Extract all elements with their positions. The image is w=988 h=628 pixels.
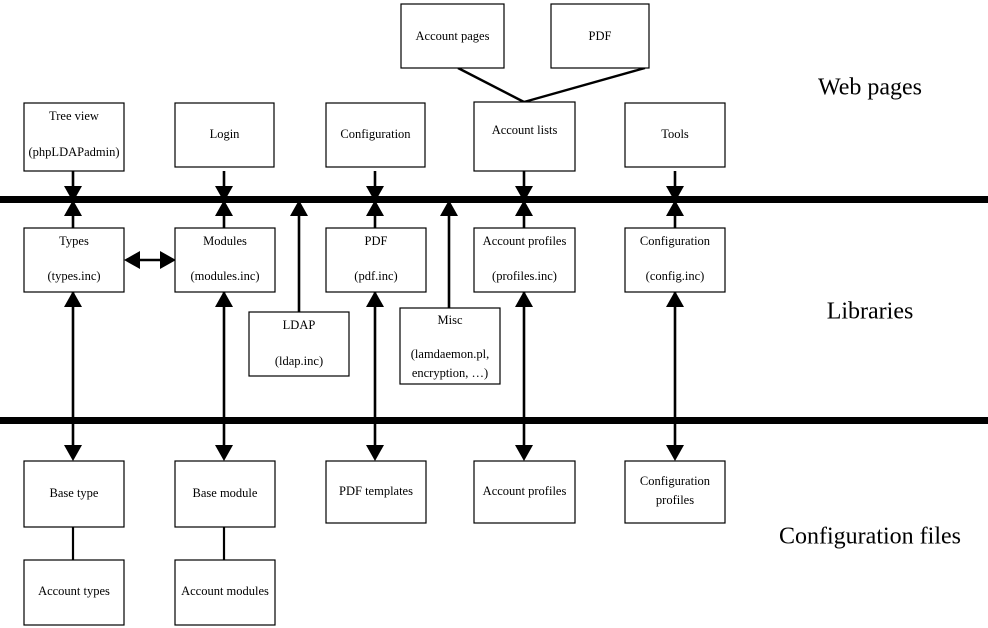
node-account-types-label: Account types <box>38 584 110 598</box>
node-account-modules[interactable]: Account modules <box>174 559 276 626</box>
node-misc-lib-sublabel-2: encryption, …) <box>412 366 488 380</box>
node-account-pages-label: Account pages <box>416 29 490 43</box>
node-account-pages[interactable]: Account pages <box>400 3 505 69</box>
node-misc-lib-sublabel-1: (lamdaemon.pl, <box>411 347 489 361</box>
node-configuration-page-label: Configuration <box>340 127 411 141</box>
connector-tools-to-libraries <box>666 171 684 202</box>
node-pdf-lib-sublabel: (pdf.inc) <box>354 269 397 283</box>
node-configuration-lib[interactable]: Configuration (config.inc) <box>624 227 726 293</box>
node-pdf-lib-label: PDF <box>365 234 388 248</box>
node-pdf-source[interactable]: PDF <box>550 3 650 69</box>
connector-pdf-to-account-lists <box>523 66 646 104</box>
node-tree-view-label: Tree view <box>49 109 99 123</box>
node-account-profiles-lib-sublabel: (profiles.inc) <box>492 269 557 283</box>
node-misc-lib[interactable]: Misc (lamdaemon.pl, encryption, …) <box>399 307 501 385</box>
node-ldap-lib-label: LDAP <box>283 318 316 332</box>
node-account-profiles-lib[interactable]: Account profiles (profiles.inc) <box>473 227 576 293</box>
connector-account-pages-to-account-lists <box>457 66 525 104</box>
node-configuration-page[interactable]: Configuration <box>325 102 426 168</box>
node-types-lib-label: Types <box>59 234 89 248</box>
node-ldap-lib-sublabel: (ldap.inc) <box>275 354 323 368</box>
node-login-label: Login <box>210 127 241 141</box>
connector-pdf-lib-to-web-pages <box>366 200 384 228</box>
node-login[interactable]: Login <box>174 102 275 168</box>
node-account-lists-label: Account lists <box>492 123 558 137</box>
node-pdf-source-label: PDF <box>589 29 612 43</box>
node-ldap-lib[interactable]: LDAP (ldap.inc) <box>248 311 350 377</box>
layer-separator-libraries-config-files <box>0 417 988 424</box>
connector-types-to-base-type <box>64 291 82 461</box>
node-base-type-label: Base type <box>50 486 99 500</box>
node-account-types[interactable]: Account types <box>23 559 125 626</box>
node-account-profiles-file[interactable]: Account profiles <box>473 460 576 524</box>
node-configuration-lib-sublabel: (config.inc) <box>646 269 705 283</box>
node-misc-lib-label: Misc <box>438 313 463 327</box>
node-base-module[interactable]: Base module <box>174 460 276 528</box>
connector-configuration-page-to-libraries <box>366 171 384 202</box>
layer-separator-web-pages-libraries <box>0 196 988 203</box>
node-account-profiles-file-label: Account profiles <box>483 484 567 498</box>
connector-tree-view-to-libraries <box>64 171 82 202</box>
section-label-web-pages: Web pages <box>818 75 922 101</box>
node-base-module-label: Base module <box>193 486 258 500</box>
node-base-type[interactable]: Base type <box>23 460 125 528</box>
node-tree-view-sublabel: (phpLDAPadmin) <box>29 145 120 159</box>
connector-account-lists-to-libraries <box>515 171 533 202</box>
section-label-configuration-files: Configuration files <box>779 524 961 550</box>
node-types-lib-sublabel: (types.inc) <box>47 269 100 283</box>
node-configuration-lib-label: Configuration <box>640 234 711 248</box>
connector-account-profiles-lib-to-file <box>515 291 533 461</box>
node-modules-lib-sublabel: (modules.inc) <box>190 269 259 283</box>
connector-login-to-libraries <box>215 171 233 202</box>
connector-account-profiles-lib-to-web-pages <box>515 200 533 228</box>
node-pdf-templates[interactable]: PDF templates <box>325 460 427 524</box>
node-tools-label: Tools <box>661 127 689 141</box>
node-modules-lib[interactable]: Modules (modules.inc) <box>174 227 276 293</box>
node-configuration-profiles-file[interactable]: Configuration profiles <box>624 460 726 524</box>
node-account-profiles-lib-label: Account profiles <box>483 234 567 248</box>
node-configuration-profiles-file-label: Configuration <box>640 474 711 488</box>
node-account-lists[interactable]: Account lists <box>473 101 576 172</box>
connector-modules-to-base-module <box>215 291 233 461</box>
node-modules-lib-label: Modules <box>203 234 247 248</box>
connector-configuration-lib-to-profiles-file <box>666 291 684 461</box>
connector-pdf-lib-to-pdf-templates <box>366 291 384 461</box>
node-account-modules-label: Account modules <box>181 584 269 598</box>
connector-modules-to-web-pages <box>215 200 233 228</box>
section-label-libraries: Libraries <box>827 299 914 325</box>
connector-misc-to-web-pages <box>440 200 458 308</box>
connector-types-to-web-pages <box>64 200 82 228</box>
connector-ldap-to-web-pages <box>290 200 308 312</box>
node-tools[interactable]: Tools <box>624 102 726 168</box>
node-tree-view[interactable]: Tree view (phpLDAPadmin) <box>23 102 125 172</box>
node-pdf-lib[interactable]: PDF (pdf.inc) <box>325 227 427 293</box>
node-pdf-templates-label: PDF templates <box>339 484 413 498</box>
connector-types-modules-bidirectional <box>124 251 176 269</box>
connector-configuration-lib-to-web-pages <box>666 200 684 228</box>
node-configuration-profiles-file-sublabel: profiles <box>656 493 694 507</box>
node-types-lib[interactable]: Types (types.inc) <box>23 227 125 293</box>
